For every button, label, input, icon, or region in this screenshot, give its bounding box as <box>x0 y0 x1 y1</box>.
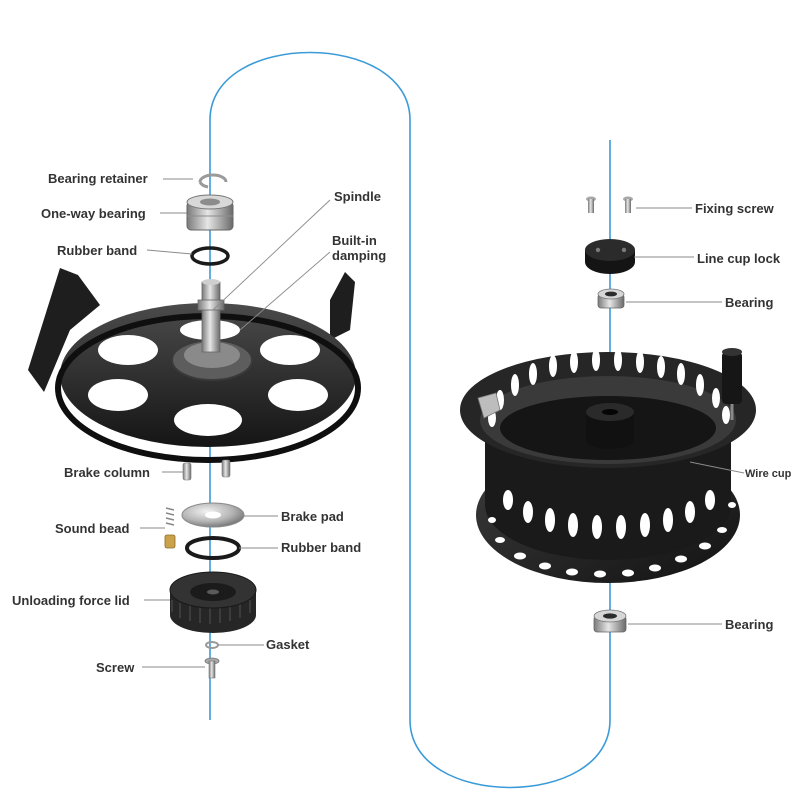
label-one-way-bearing: One-way bearing <box>41 206 146 221</box>
sound-bead-part <box>164 507 176 549</box>
label-bearing-retainer: Bearing retainer <box>48 171 148 186</box>
brake-column-parts <box>182 459 231 481</box>
label-rubber-band-top: Rubber band <box>57 243 138 258</box>
bearing-bottom-part <box>593 609 627 633</box>
reel-frame-part <box>28 268 361 463</box>
label-bearing-bottom: Bearing <box>725 617 774 632</box>
leader-built-in-damping <box>239 251 331 331</box>
label-spindle: Spindle <box>334 189 381 204</box>
unloading-force-lid-part <box>169 571 257 633</box>
label-built-in-line2: damping <box>332 248 387 263</box>
label-bearing-top: Bearing <box>725 295 774 310</box>
label-brake-column: Brake column <box>64 465 150 480</box>
gasket-part <box>205 641 219 649</box>
brake-pad-part <box>181 502 245 528</box>
leader-wire-cup <box>689 461 745 474</box>
bearing-retainer-part <box>198 173 228 189</box>
spindle-part <box>197 279 225 353</box>
label-wire-cup: Wire cup <box>745 468 792 480</box>
leader-lines <box>140 178 745 668</box>
label-sound-bead: Sound bead <box>55 521 130 536</box>
label-built-in-damping: Built-in damping <box>332 233 402 263</box>
screw-part <box>204 657 220 679</box>
bearing-top-part <box>597 288 625 309</box>
leader-rubber-band-top <box>146 249 193 255</box>
wire-cup-part <box>460 348 756 583</box>
label-brake-pad: Brake pad <box>281 509 344 524</box>
label-unloading-force-lid: Unloading force lid <box>12 593 130 608</box>
fishing-line <box>209 51 611 789</box>
rubber-band-top-part <box>190 246 230 266</box>
label-rubber-band-bottom: Rubber band <box>281 540 362 555</box>
fixing-screw-parts <box>586 196 633 213</box>
line-cup-lock-part <box>585 239 635 274</box>
one-way-bearing-part <box>186 194 234 231</box>
rubber-band-bottom-part <box>185 536 241 560</box>
label-line-cup-lock: Line cup lock <box>697 251 781 266</box>
label-built-in-line1: Built-in <box>332 233 377 248</box>
leader-spindle <box>212 199 331 311</box>
label-fixing-screw: Fixing screw <box>695 201 774 216</box>
label-screw: Screw <box>96 660 135 675</box>
label-gasket: Gasket <box>266 637 310 652</box>
